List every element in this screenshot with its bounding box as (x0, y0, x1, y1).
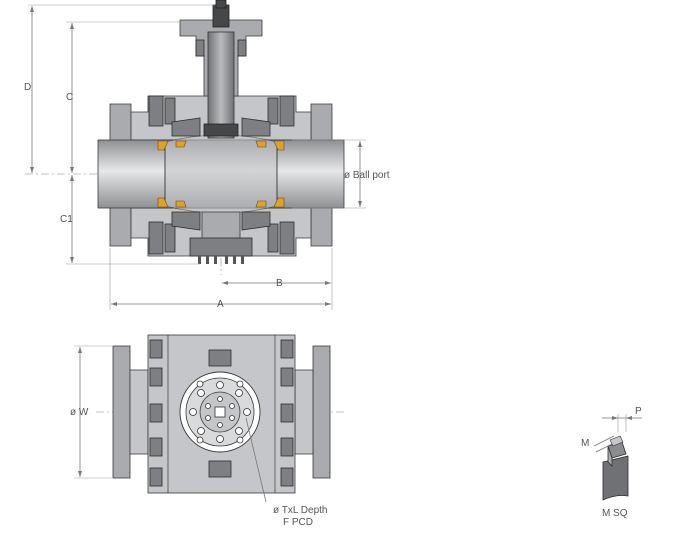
top-left-flange (112, 345, 131, 479)
body-insert-left (171, 117, 201, 137)
bonnet-bolt-left (195, 39, 205, 57)
stem-collar (203, 123, 239, 137)
label-txl-depth: ø TxL Depth (273, 505, 327, 516)
seat-top-right (273, 140, 285, 151)
pad-outer-holes (196, 380, 244, 444)
top-right-bolts (280, 339, 294, 487)
seat-insert-bottom-left (175, 200, 187, 208)
leader-txl (245, 417, 267, 503)
dim-line-m (593, 435, 615, 447)
front-section-view (25, 0, 345, 275)
bolt-top-right (279, 95, 295, 127)
bolt-bottom-left (148, 221, 164, 255)
nut-bottom-right (267, 223, 279, 253)
label-d: D (24, 82, 31, 93)
label-c: C (66, 92, 73, 103)
nut-top-right (267, 97, 279, 125)
bottom-pad (208, 460, 232, 478)
top-pad (208, 349, 232, 367)
seat-insert-bottom-right (255, 200, 267, 208)
top-right-flange (312, 345, 331, 479)
label-c1: C1 (60, 214, 73, 225)
bonnet-bolt-right (237, 39, 247, 57)
label-m: M (581, 438, 589, 449)
stem (207, 31, 235, 139)
label-p: P (635, 406, 642, 417)
nut-top-left (164, 97, 176, 125)
seat-insert-top-left (175, 140, 187, 148)
stem-detail: P M M SQ (581, 406, 642, 519)
top-left-bolts (149, 339, 163, 487)
seat-bottom-right (273, 197, 285, 208)
top-left-hub (129, 369, 149, 455)
body-insert-lower-right (241, 211, 271, 231)
label-w: ø W (70, 407, 89, 418)
label-f-pcd: F PCD (283, 517, 313, 528)
bottom-cover (189, 237, 253, 257)
top-right-hub (294, 369, 314, 455)
bottom-cover-bolts (198, 256, 244, 264)
label-ball-port: ø Ball port (344, 170, 390, 181)
seat-insert-top-right (255, 140, 267, 148)
body-insert-lower-left (171, 211, 201, 231)
seat-top-left (157, 140, 169, 151)
stem-tip (215, 0, 227, 9)
stem-detail-shaft (602, 455, 629, 501)
dimensions-front: D C C1 ø Ball port B A (24, 4, 390, 310)
stem-square (214, 406, 226, 418)
bolt-top-left (148, 95, 164, 127)
label-b: B (276, 278, 283, 289)
body-insert-right (241, 117, 271, 137)
seat-bottom-left (157, 197, 169, 208)
label-m-sq: M SQ (602, 508, 628, 519)
nut-bottom-left (164, 223, 176, 253)
label-a: A (217, 299, 224, 310)
top-view: ø W ø TxL Depth F PCD (70, 334, 346, 528)
bolt-bottom-right (279, 221, 295, 255)
pcd-holes (189, 381, 251, 443)
inner-holes (205, 396, 235, 428)
